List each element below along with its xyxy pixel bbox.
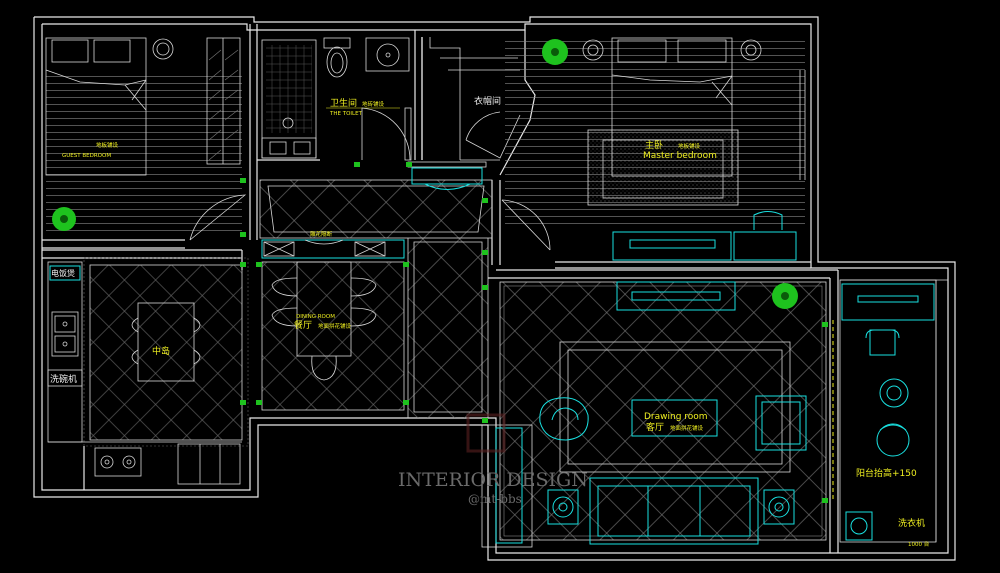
side-table-right	[763, 489, 795, 525]
balcony-note: 阳台抬高+150	[856, 467, 917, 479]
toilet-room: 卫生间 地砖铺设 THE TOILET	[257, 30, 423, 161]
armchair-right	[755, 395, 807, 451]
master-door	[501, 199, 551, 251]
dining-table	[271, 239, 377, 381]
master-bed	[611, 37, 733, 177]
balcony-chair-icon	[865, 329, 900, 356]
living-room: Drawing room 客厅 地面拼花铺设	[481, 269, 839, 553]
kitchen: 电饭煲 洗碗机 中岛	[42, 249, 249, 490]
nightstand-lamp-icon	[582, 39, 762, 61]
dining-name-en: DINING ROOM	[296, 314, 335, 320]
guest-door	[189, 194, 247, 241]
opening-markers	[240, 162, 828, 503]
kitchen-island: 中岛	[131, 302, 201, 382]
nightstand-lamp	[152, 38, 174, 60]
toilet-door	[361, 107, 411, 161]
watermark-handle: @mt-bbs	[468, 492, 522, 506]
master-plant-icon	[542, 39, 568, 65]
sink-icon	[51, 311, 79, 357]
basin-icon	[365, 37, 410, 72]
balcony-tag: 1000 台	[908, 540, 930, 548]
balcony: 阳台抬高+150 洗衣机 1000 台	[832, 279, 948, 548]
balcony-table-icon	[879, 378, 909, 408]
watermark: INTERIOR DESIGN @mt-bbs	[398, 413, 588, 506]
washer-label: 洗衣机	[898, 517, 925, 529]
master-floor-note: 地板铺设	[678, 142, 701, 150]
dining-floor-note: 地面拼花铺设	[318, 322, 352, 330]
toilet-floor-note: 地砖铺设	[362, 100, 385, 108]
guest-floor-note: 地板铺设	[96, 141, 119, 149]
closet-label: 衣帽间	[474, 95, 501, 107]
guest-wardrobe	[206, 37, 241, 165]
living-name-cn: 客厅	[646, 421, 664, 433]
master-name-en: Master bedroom	[643, 151, 717, 161]
toilet-icon	[323, 37, 351, 78]
living-floor-note: 地面拼花铺设	[670, 424, 704, 432]
dishwasher-label: 洗碗机	[50, 373, 77, 385]
stove-icon	[94, 447, 142, 477]
guest-bedroom-label: GUEST BEDROOM	[62, 153, 111, 159]
exterior-walls	[33, 16, 956, 561]
corridor	[259, 161, 493, 418]
master-bedroom: 主卧 地板铺设 Master bedroom	[491, 35, 811, 269]
guest-bedroom: 地板铺设 GUEST BEDROOM	[42, 24, 258, 249]
side-table-left	[547, 489, 579, 525]
armchair-left	[539, 397, 589, 441]
rice-cooker-label: 电饭煲	[51, 268, 75, 278]
toilet-name-en: THE TOILET	[329, 111, 363, 117]
living-plant-icon	[772, 283, 798, 309]
rice-cooker: 电饭煲	[49, 265, 81, 281]
screen-note: 雕花隔断	[310, 230, 333, 238]
watermark-title: INTERIOR DESIGN	[398, 469, 588, 491]
dining-name-cn: 餐厅	[294, 319, 312, 331]
master-name-cn: 主卧	[645, 139, 663, 151]
guest-bed	[45, 37, 147, 176]
floor-drain-icon	[845, 511, 873, 541]
toilet-name-cn: 卫生间	[330, 97, 357, 109]
balcony-round-chair-icon	[876, 423, 910, 457]
guest-plant-icon	[52, 207, 76, 231]
sofa	[589, 477, 759, 545]
living-name-en: Drawing room	[644, 412, 708, 422]
island-label: 中岛	[152, 345, 170, 357]
dining-room: 雕花隔断 DINING ROOM 餐厅 地面拼花铺设	[261, 230, 405, 411]
